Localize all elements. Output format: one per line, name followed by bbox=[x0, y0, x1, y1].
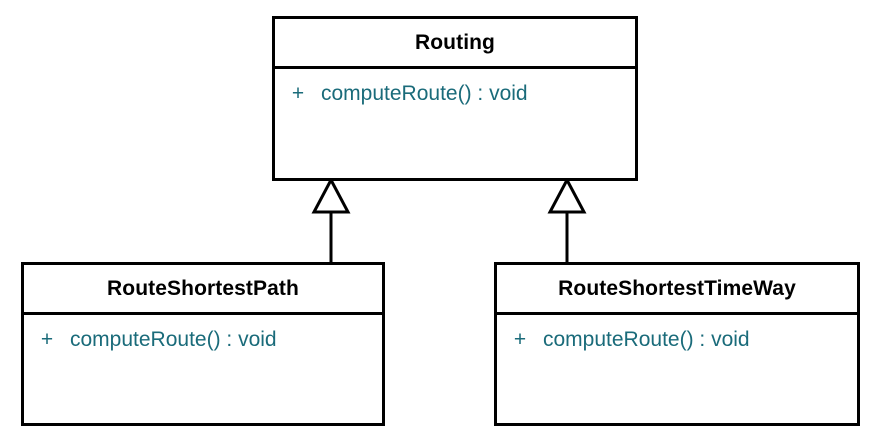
uml-class-route-shortest-time-way[interactable]: RouteShortestTimeWay + computeRoute() : … bbox=[494, 262, 860, 426]
hollow-triangle-icon bbox=[311, 176, 351, 214]
uml-member-row: + computeRoute() : void bbox=[24, 327, 382, 353]
uml-class-members-route-shortest-path: + computeRoute() : void bbox=[24, 315, 382, 423]
uml-member-visibility: + bbox=[40, 328, 54, 351]
uml-member-visibility: + bbox=[513, 328, 527, 351]
uml-class-routing[interactable]: Routing + computeRoute() : void bbox=[272, 16, 638, 181]
uml-member-row: + computeRoute() : void bbox=[497, 327, 857, 353]
generalization-route-shortest-time-way-to-routing[interactable] bbox=[536, 176, 598, 264]
uml-member-visibility: + bbox=[291, 82, 305, 105]
uml-member-signature: computeRoute() : void bbox=[543, 328, 750, 351]
uml-member-signature: computeRoute() : void bbox=[70, 328, 277, 351]
generalization-arrow-left-svg bbox=[311, 176, 351, 264]
uml-class-name-route-shortest-path: RouteShortestPath bbox=[24, 265, 382, 315]
hollow-triangle-icon bbox=[547, 176, 587, 214]
generalization-arrow-right-svg bbox=[547, 176, 587, 264]
uml-class-members-route-shortest-time-way: + computeRoute() : void bbox=[497, 315, 857, 423]
uml-class-name-routing: Routing bbox=[275, 19, 635, 69]
uml-class-members-routing: + computeRoute() : void bbox=[275, 69, 635, 178]
generalization-route-shortest-path-to-routing[interactable] bbox=[300, 176, 362, 264]
uml-class-name-route-shortest-time-way: RouteShortestTimeWay bbox=[497, 265, 857, 315]
uml-member-signature: computeRoute() : void bbox=[321, 82, 528, 105]
uml-member-row: + computeRoute() : void bbox=[275, 81, 635, 107]
uml-class-route-shortest-path[interactable]: RouteShortestPath + computeRoute() : voi… bbox=[21, 262, 385, 426]
